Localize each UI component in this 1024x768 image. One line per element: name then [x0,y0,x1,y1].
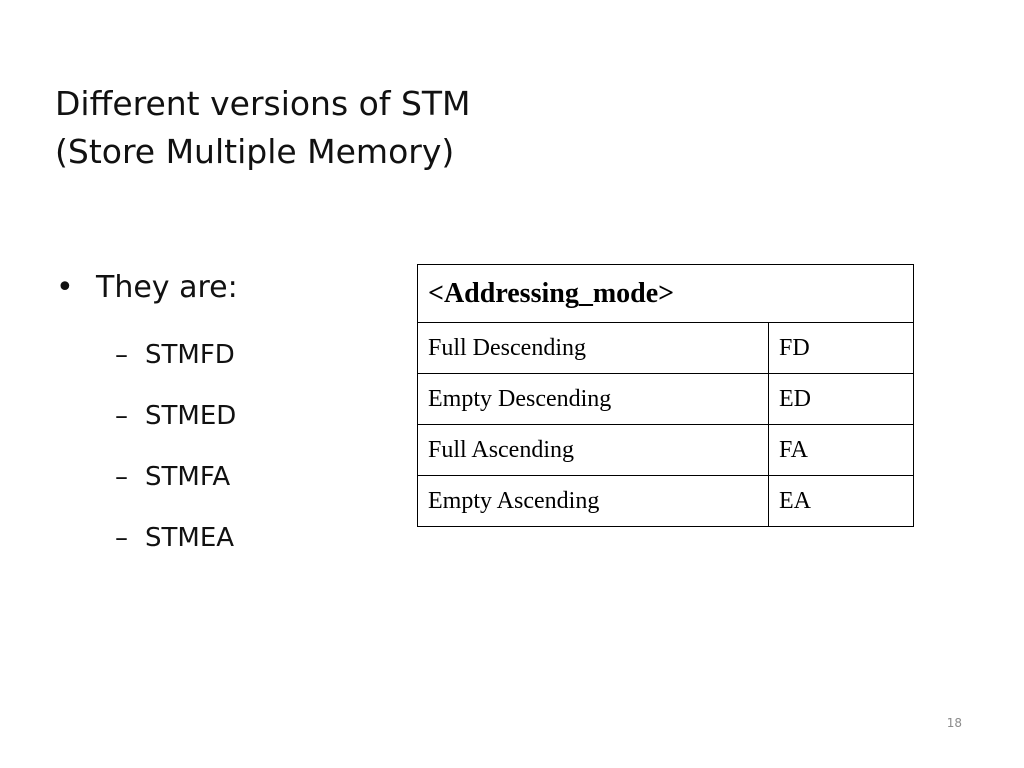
slide-title-line-2: (Store Multiple Memory) [55,132,455,171]
slide-title-line-1: Different versions of STM [55,84,471,123]
sub-bullet-item: –STMFA [115,462,230,492]
table-row: Empty Ascending EA [417,475,914,527]
table-row: Full Ascending FA [417,424,914,476]
mode-code-cell: EA [768,475,914,527]
table-row: Full Descending FD [417,322,914,374]
mode-name-cell: Empty Descending [417,373,769,425]
sub-bullet-item: –STMEA [115,523,234,553]
sub-bullet-text: STMED [145,401,237,431]
bullet-icon: • [56,270,74,305]
bullet-item: • They are: [56,270,238,305]
sub-bullet-text: STMFA [145,462,231,492]
bullet-text: They are: [96,270,238,305]
table-header-cell: <Addressing_mode> [417,264,914,323]
addressing-mode-table: <Addressing_mode> Full Descending FD Emp… [417,264,914,527]
dash-icon: – [115,523,128,553]
mode-name-cell: Empty Ascending [417,475,769,527]
dash-icon: – [115,340,128,370]
mode-code-cell: FA [768,424,914,476]
slide-title: Different versions of STM (Store Multipl… [55,80,655,176]
sub-bullet-item: –STMFD [115,340,235,370]
table-row: Empty Descending ED [417,373,914,425]
sub-bullet-text: STMEA [145,523,235,553]
mode-code-cell: FD [768,322,914,374]
mode-code-cell: ED [768,373,914,425]
table-header-row: <Addressing_mode> [417,264,914,323]
dash-icon: – [115,401,128,431]
sub-bullet-item: –STMED [115,401,236,431]
mode-name-cell: Full Ascending [417,424,769,476]
slide-number: 18 [946,716,962,730]
sub-bullet-text: STMFD [145,340,235,370]
dash-icon: – [115,462,128,492]
mode-name-cell: Full Descending [417,322,769,374]
